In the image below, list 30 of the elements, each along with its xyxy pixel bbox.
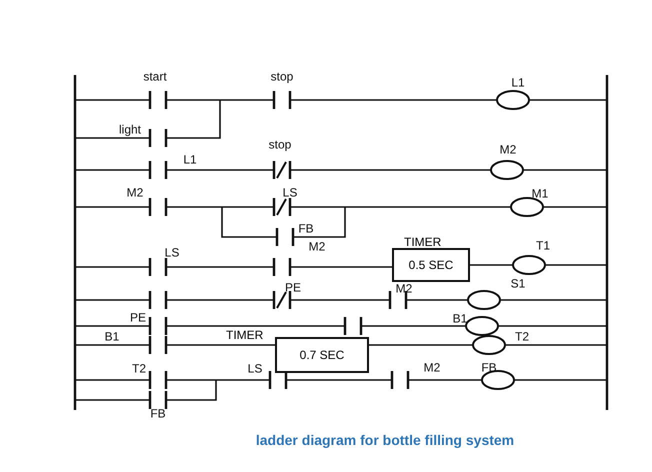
- contact-label: FB: [150, 408, 166, 420]
- contact-label: stop: [268, 138, 292, 152]
- contact-label: T2: [132, 362, 146, 376]
- contact-label: PE: [130, 312, 146, 324]
- caption: ladder diagram for bottle filling system: [256, 432, 514, 448]
- contact-label: L1: [511, 76, 525, 90]
- timer-box: 0.7 SEC: [275, 337, 369, 373]
- contact-label: M1: [532, 188, 548, 200]
- timer-box: 0.5 SEC: [392, 248, 470, 282]
- contact-label: LS: [164, 246, 180, 260]
- contact-label: M2: [424, 362, 440, 374]
- contact-label: S1: [510, 278, 526, 290]
- contact-label: LS: [248, 362, 262, 376]
- contact-label: M2: [500, 144, 516, 156]
- contact-label: start: [143, 70, 167, 84]
- contact-label: B1: [104, 330, 120, 344]
- contact-label: L1: [183, 154, 197, 166]
- contact-label: FB: [298, 222, 314, 236]
- contact-label: LS: [282, 186, 298, 200]
- contact-label: light: [119, 124, 141, 136]
- contact-label: stop: [270, 70, 294, 84]
- contact-label: B1: [452, 312, 468, 326]
- contact-label: M2: [126, 186, 144, 200]
- contact-label: M2: [396, 282, 412, 296]
- timer-label: TIMER: [226, 329, 264, 342]
- contact-label: M2: [308, 240, 326, 254]
- contact-label: T2: [515, 330, 529, 344]
- contact-label: T1: [536, 240, 550, 252]
- timer-label: TIMER: [404, 236, 442, 249]
- contact-label: PE: [285, 282, 301, 294]
